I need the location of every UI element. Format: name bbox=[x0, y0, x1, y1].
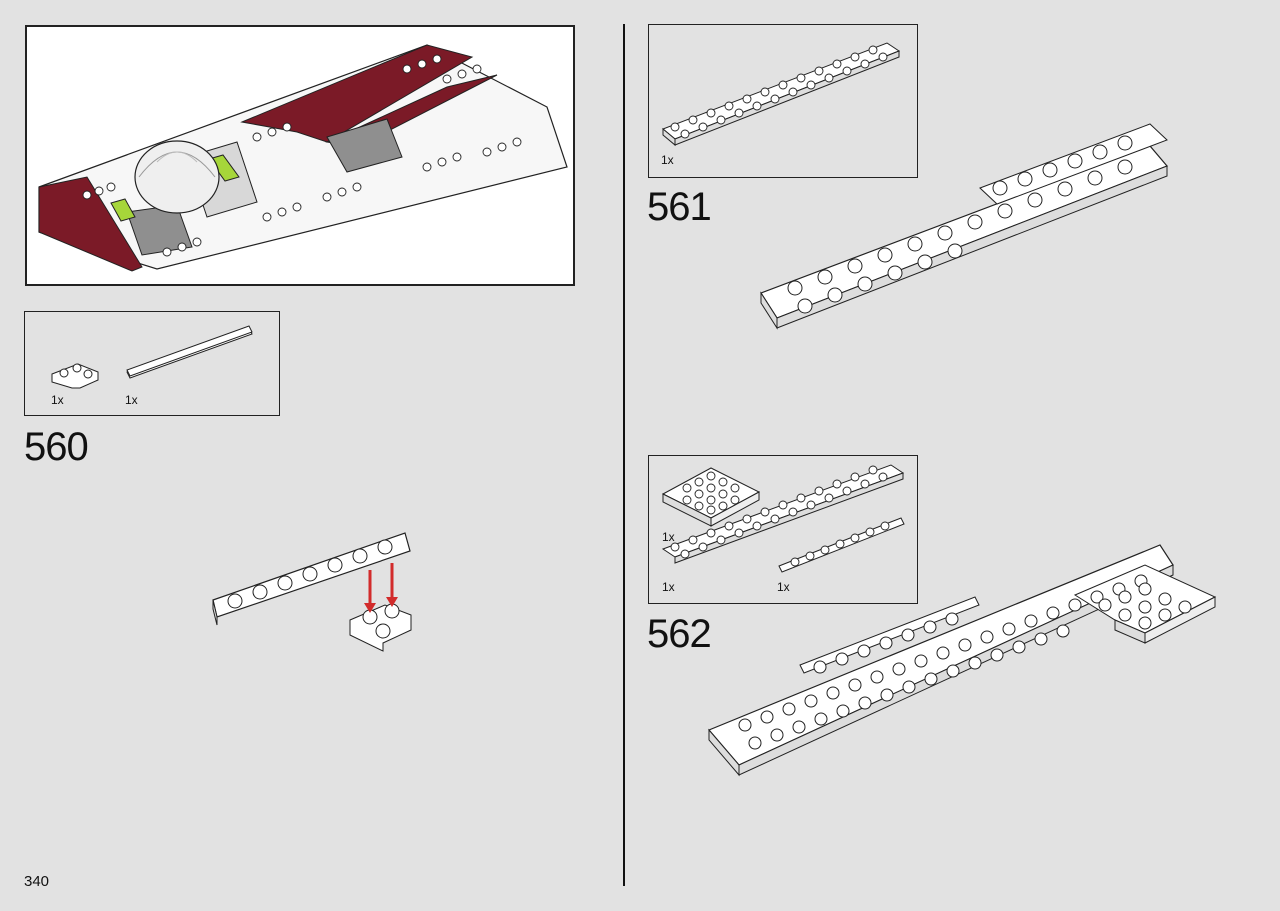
step-560-assembly-illustration bbox=[212, 532, 412, 652]
step-561-parts-box: 1x bbox=[648, 24, 918, 178]
part-qty: 1x bbox=[777, 580, 790, 594]
page-number: 340 bbox=[24, 873, 50, 890]
part-plate-2x2-corner-icon bbox=[51, 363, 99, 389]
model-overview-illustration bbox=[38, 44, 568, 272]
part-plate-1x8-icon bbox=[778, 517, 905, 573]
model-overview-box bbox=[25, 25, 575, 286]
step-560-parts-box: 1x 1x bbox=[24, 311, 280, 416]
part-plate-1x8-icon bbox=[126, 325, 253, 379]
page-divider bbox=[623, 24, 625, 886]
part-plate-2x12-icon bbox=[661, 464, 905, 564]
part-plate-2x12-icon bbox=[662, 42, 901, 147]
step-number-561: 561 bbox=[647, 185, 712, 229]
step-561-assembly-illustration bbox=[760, 123, 1169, 330]
step-number-562: 562 bbox=[647, 612, 712, 656]
step-number-560: 560 bbox=[24, 425, 89, 469]
step-562-assembly-illustration bbox=[708, 544, 1217, 777]
overview-studs bbox=[82, 54, 522, 257]
step-562-parts-box: 1x 1x 1x bbox=[648, 455, 918, 604]
part-qty: 1x bbox=[662, 530, 675, 544]
part-qty: 1x bbox=[51, 393, 64, 407]
part-plate-4x4-icon bbox=[661, 467, 761, 527]
part-qty: 1x bbox=[661, 153, 674, 167]
part-qty: 1x bbox=[662, 580, 675, 594]
part-qty: 1x bbox=[125, 393, 138, 407]
